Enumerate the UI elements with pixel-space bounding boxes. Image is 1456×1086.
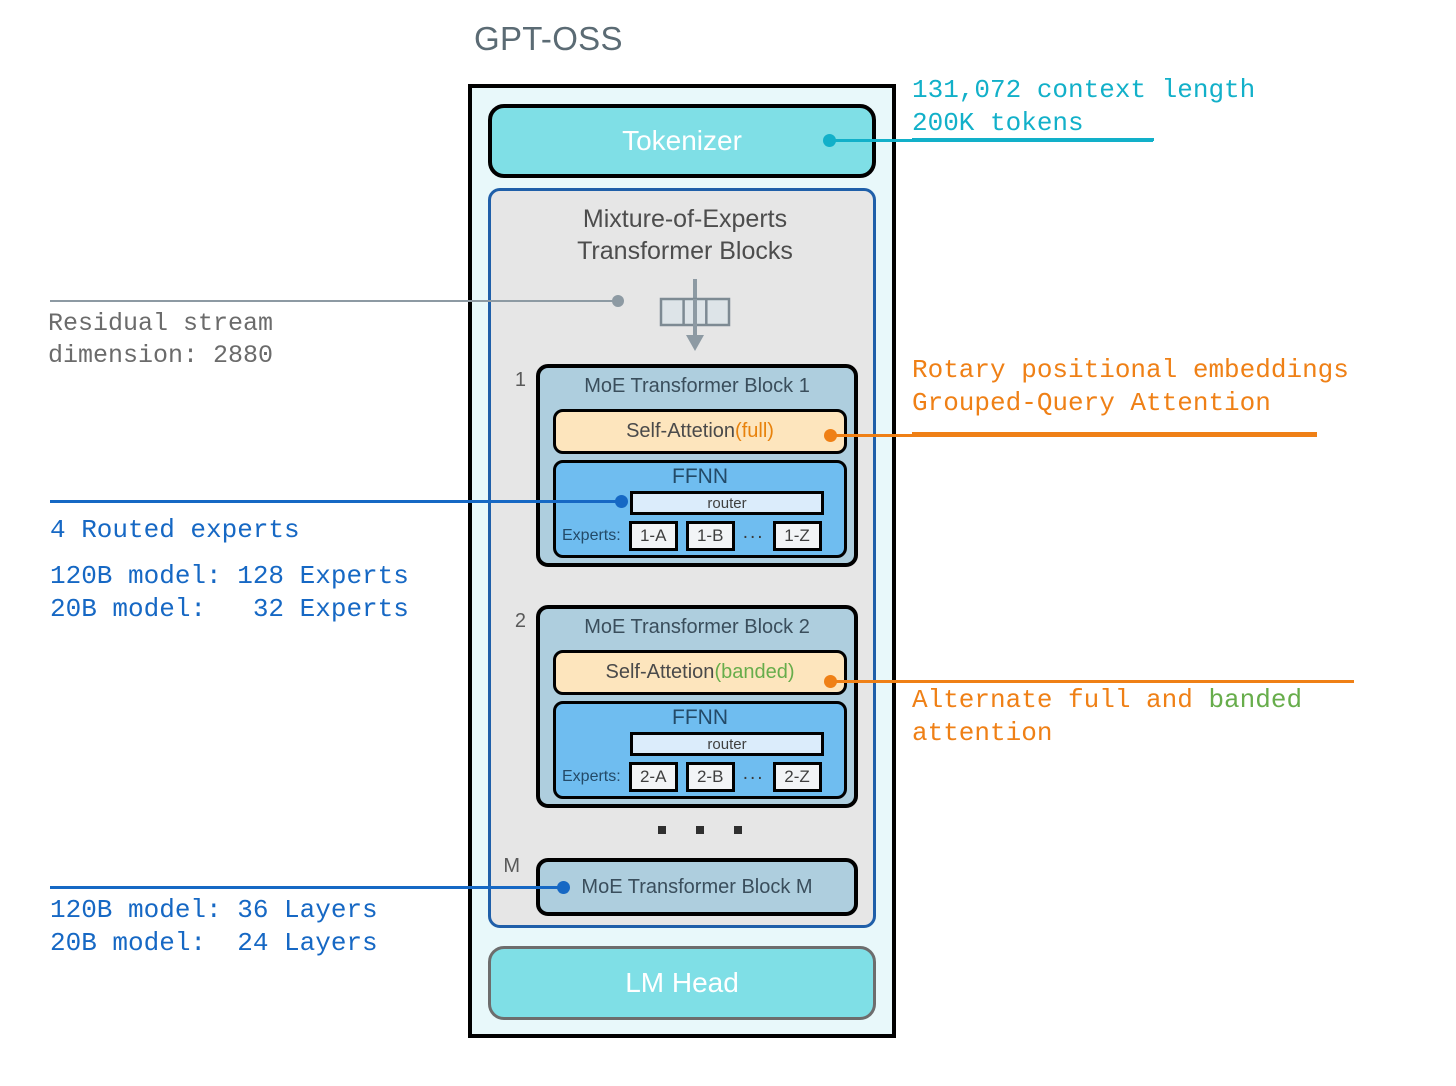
leader-dot-layers <box>557 881 570 894</box>
block-2-ffnn[interactable]: FFNN router Experts: 2-A 2-B ... 2-Z <box>553 701 847 799</box>
tokenizer-label: Tokenizer <box>622 125 742 156</box>
block-2-ffnn-label: FFNN <box>672 706 728 729</box>
block-1-router[interactable]: router <box>630 491 824 515</box>
block-1-expert-a[interactable]: 1-A <box>628 521 678 551</box>
blocks-ellipsis-icon <box>658 820 742 840</box>
moe-transformer-block-1[interactable]: MoE Transformer Block 1 Self-Attetion (f… <box>536 364 858 567</box>
block-1-expert-b[interactable]: 1-B <box>685 521 735 551</box>
leader-dot-residual <box>612 295 624 307</box>
moe-transformer-block-m[interactable]: MoE Transformer Block M <box>536 858 858 916</box>
leader-line-attention <box>830 434 1317 437</box>
block-index-2: 2 <box>514 610 526 632</box>
leader-dot-context <box>823 134 836 147</box>
annotation-expert-counts: 120B model: 128 Experts 20B model: 32 Ex… <box>50 561 409 625</box>
annotation-context-length: 131,072 context length 200K tokens <box>912 75 1256 139</box>
block-m-title: MoE Transformer Block M <box>581 875 813 898</box>
annotation-alternate-prefix: Alternate full and <box>912 685 1209 715</box>
block-1-expert-z[interactable]: 1-Z <box>772 521 822 551</box>
annotation-routed-experts: 4 Routed experts <box>50 515 300 545</box>
tokenizer-block[interactable]: Tokenizer <box>488 104 876 178</box>
lm-head-label: LM Head <box>625 967 739 998</box>
annotation-layer-counts: 120B model: 36 Layers 20B model: 24 Laye… <box>50 895 378 959</box>
leader-line-layers <box>50 886 563 889</box>
underline-attention <box>912 432 1317 435</box>
block-1-ffnn-label: FFNN <box>672 465 728 488</box>
block-2-router-label: router <box>707 735 747 753</box>
block-1-self-attention[interactable]: Self-Attetion (full) <box>553 409 847 454</box>
leader-dot-experts <box>615 495 628 508</box>
block-2-attention-label: Self-Attetion <box>605 661 715 683</box>
leader-dot-alternate-attention <box>824 675 837 688</box>
annotation-alternate-suffix: attention <box>912 718 1053 749</box>
block-2-experts-label: Experts: <box>562 768 621 785</box>
block-2-router[interactable]: router <box>630 732 824 756</box>
block-1-attention-label: Self-Attetion <box>626 420 736 442</box>
block-1-experts-label: Experts: <box>562 527 621 544</box>
annotation-residual-stream: Residual stream dimension: 2880 <box>48 309 274 370</box>
lm-head-block[interactable]: LM Head <box>488 946 876 1020</box>
annotation-attention-features: Rotary positional embeddings Grouped-Que… <box>912 355 1349 419</box>
block-index-m: M <box>503 855 520 877</box>
block-2-self-attention[interactable]: Self-Attetion (banded) <box>553 650 847 695</box>
leader-dot-attention <box>824 429 837 442</box>
block-1-attention-mode: (full) <box>735 420 774 442</box>
block-2-experts-row: Experts: 2-A 2-B ... 2-Z <box>562 761 844 793</box>
block-2-experts-ellipsis: ... <box>742 763 765 784</box>
block-index-1: 1 <box>514 369 526 391</box>
leader-line-residual <box>50 300 620 302</box>
page-title: GPT-OSS <box>474 20 623 57</box>
underline-context <box>912 138 1154 141</box>
leader-line-experts <box>50 500 622 503</box>
leader-line-alternate-attention <box>830 680 1354 683</box>
moe-group-title: Mixture-of-Experts Transformer Blocks <box>577 205 793 265</box>
block-2-title: MoE Transformer Block 2 <box>584 616 810 638</box>
moe-transformer-block-2[interactable]: MoE Transformer Block 2 Self-Attetion (b… <box>536 605 858 808</box>
block-1-experts-row: Experts: 1-A 1-B ... 1-Z <box>562 520 844 552</box>
block-1-router-label: router <box>707 494 747 512</box>
annotation-alternate-attention: Alternate full and banded attention <box>912 684 1302 751</box>
block-2-expert-b[interactable]: 2-B <box>685 762 735 792</box>
block-1-title: MoE Transformer Block 1 <box>584 375 810 397</box>
block-2-expert-z[interactable]: 2-Z <box>772 762 822 792</box>
block-1-experts-ellipsis: ... <box>742 522 765 543</box>
residual-stream-widget <box>648 279 742 353</box>
block-2-attention-mode: (banded) <box>714 661 795 683</box>
annotation-alternate-banded: banded <box>1208 685 1303 715</box>
block-2-expert-a[interactable]: 2-A <box>628 762 678 792</box>
block-1-ffnn[interactable]: FFNN router Experts: 1-A 1-B ... 1-Z <box>553 460 847 558</box>
